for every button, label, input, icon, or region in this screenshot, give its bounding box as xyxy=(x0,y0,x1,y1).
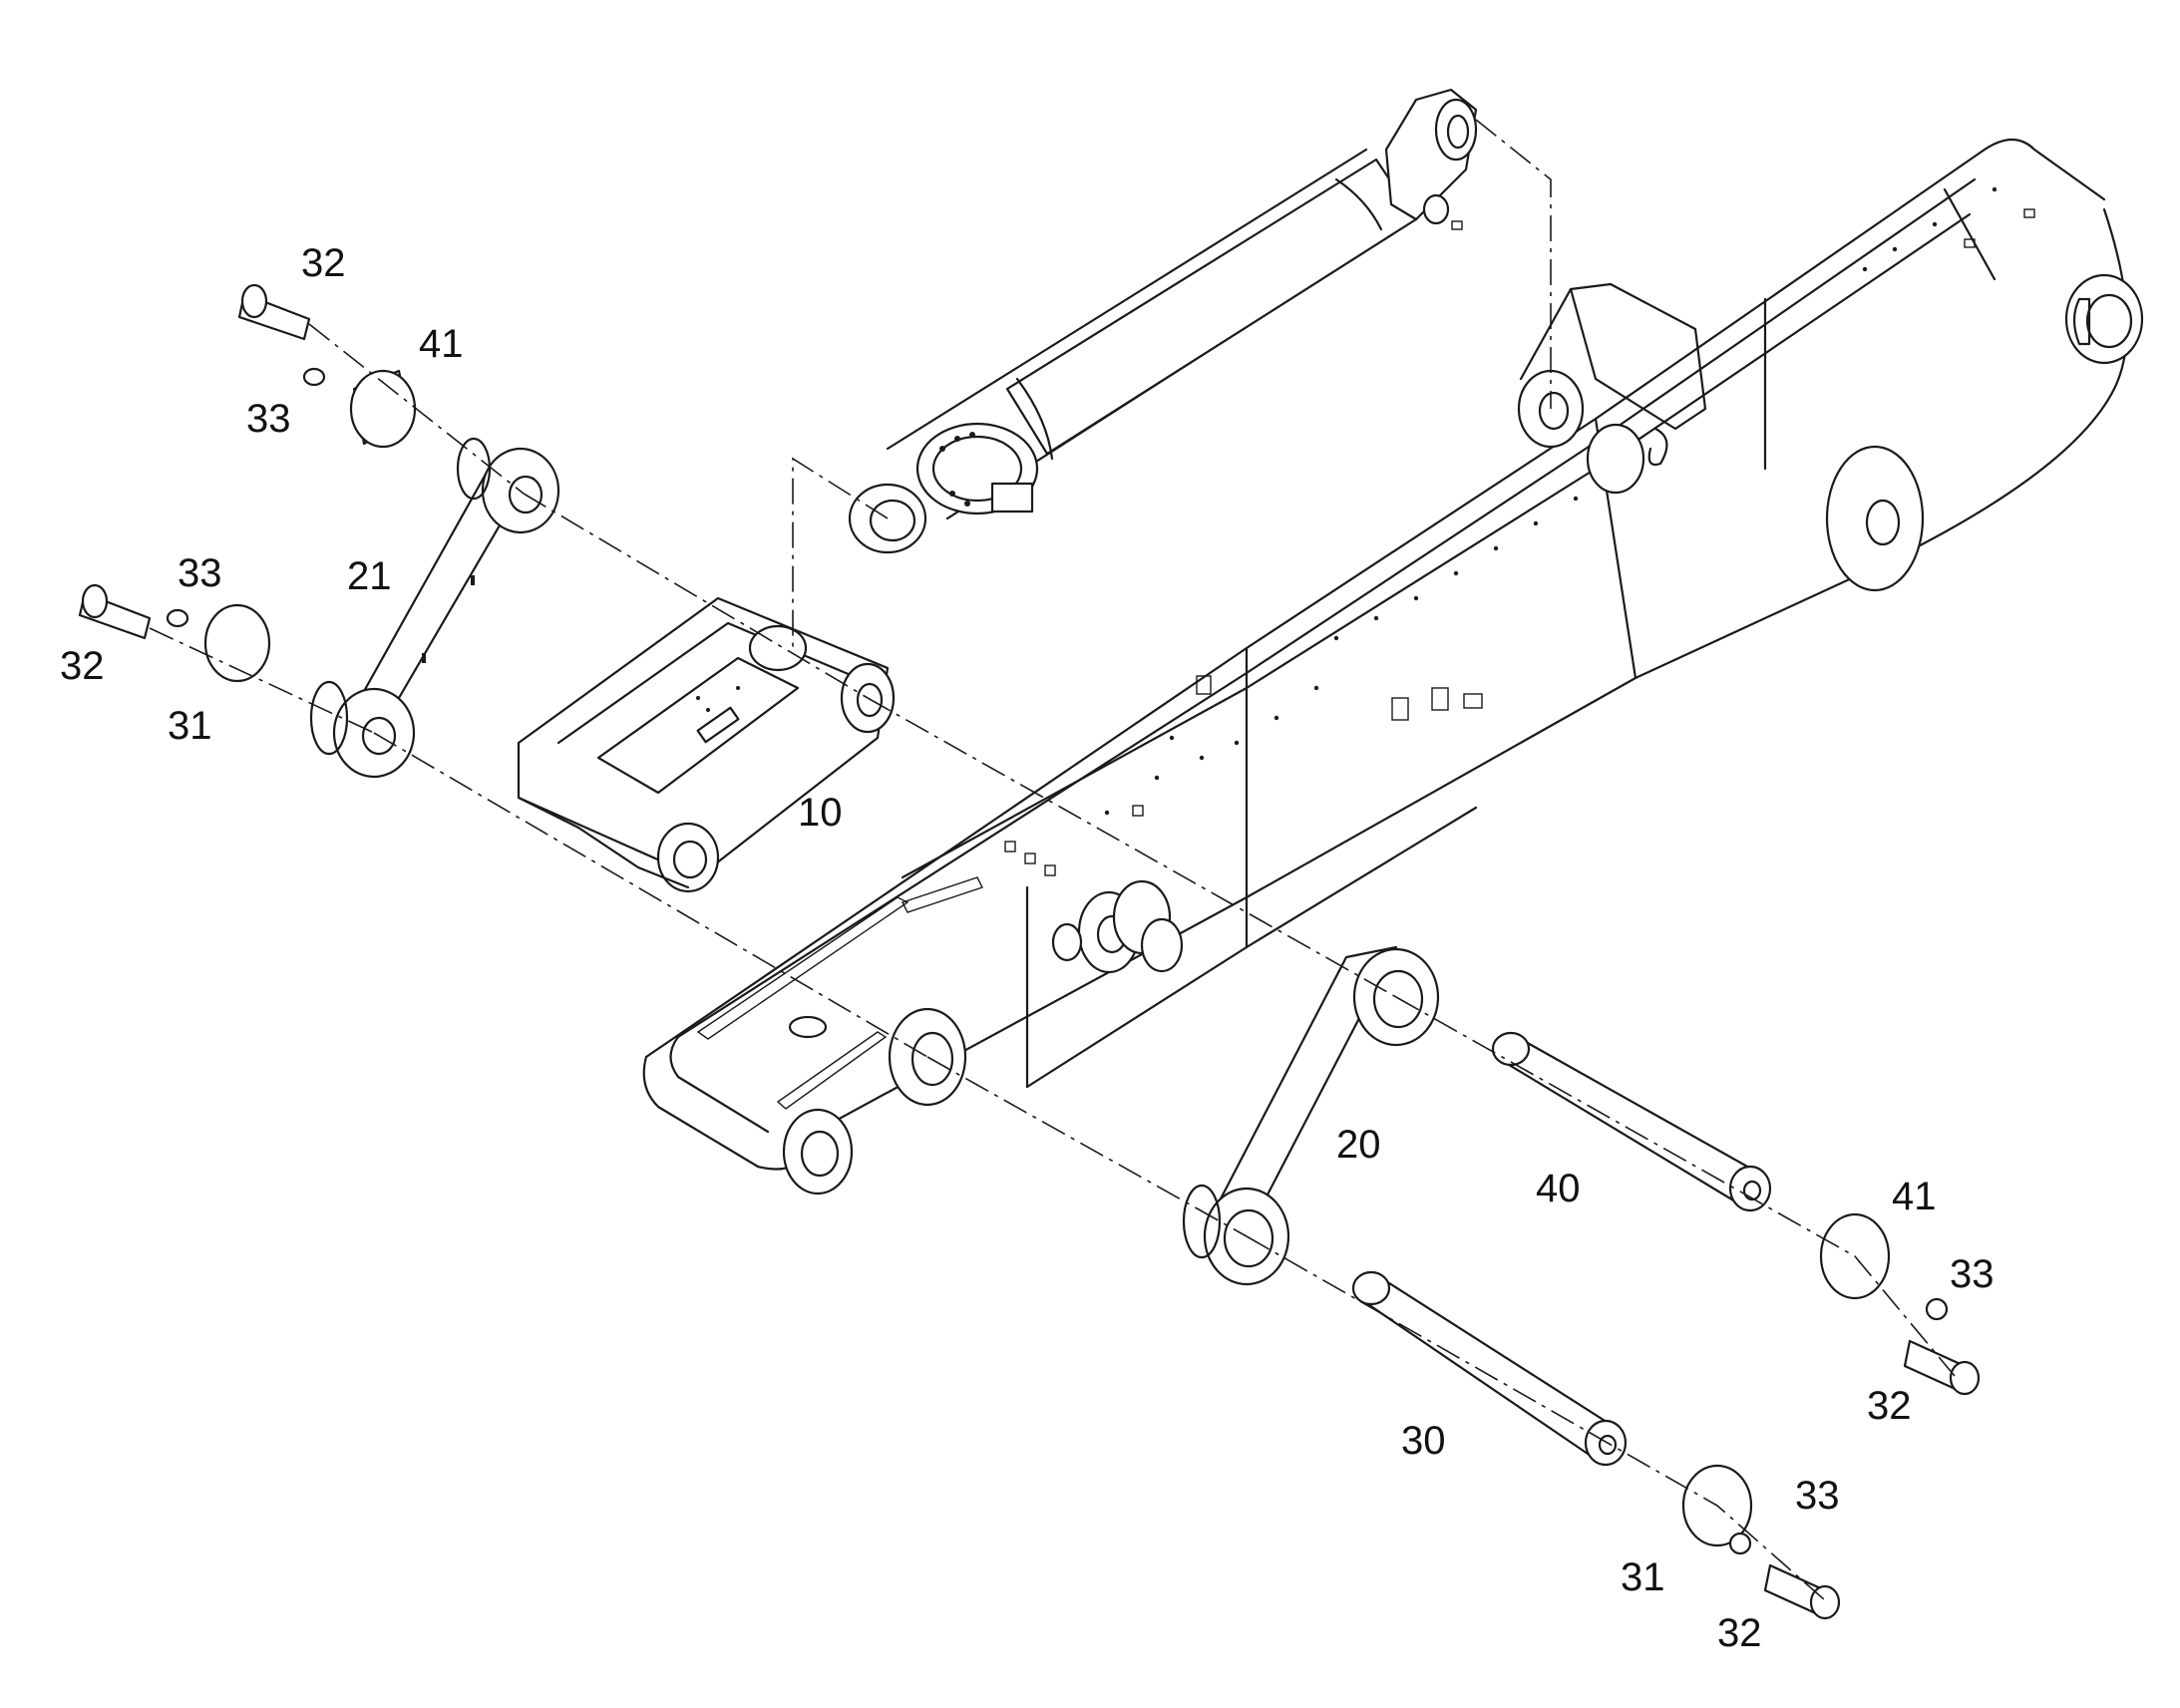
part-label-33: 33 xyxy=(178,551,222,595)
part-label-31: 31 xyxy=(168,704,212,748)
part-label-30: 30 xyxy=(1401,1419,1446,1463)
arm-body xyxy=(642,138,2144,1196)
link-part-20 xyxy=(1182,945,1440,1286)
part-label-10: 10 xyxy=(798,791,843,835)
pin-part-30 xyxy=(1351,1270,1628,1467)
cylinder-mount-bracket xyxy=(1517,282,1707,495)
part-label-20: 20 xyxy=(1336,1123,1381,1167)
part-label-33: 33 xyxy=(1795,1474,1840,1518)
part-label-33: 33 xyxy=(246,397,291,441)
part-label-21: 21 xyxy=(347,554,392,598)
part-label-33: 33 xyxy=(1950,1252,1995,1296)
part-label-41: 41 xyxy=(1892,1175,1937,1218)
part-label-32: 32 xyxy=(1717,1611,1762,1655)
pin-part-40 xyxy=(1491,1031,1772,1212)
part-label-41: 41 xyxy=(419,322,464,366)
part-label-32: 32 xyxy=(60,644,105,688)
link-part-21 xyxy=(309,437,560,779)
part-label-31: 31 xyxy=(1621,1555,1665,1599)
part-label-32: 32 xyxy=(1867,1384,1912,1428)
part-label-40: 40 xyxy=(1536,1167,1581,1210)
hydraulic-cylinder xyxy=(848,88,1478,554)
coupler-part-10 xyxy=(517,596,896,893)
part-label-32: 32 xyxy=(301,241,346,285)
assembly-centerlines xyxy=(149,119,1956,1601)
